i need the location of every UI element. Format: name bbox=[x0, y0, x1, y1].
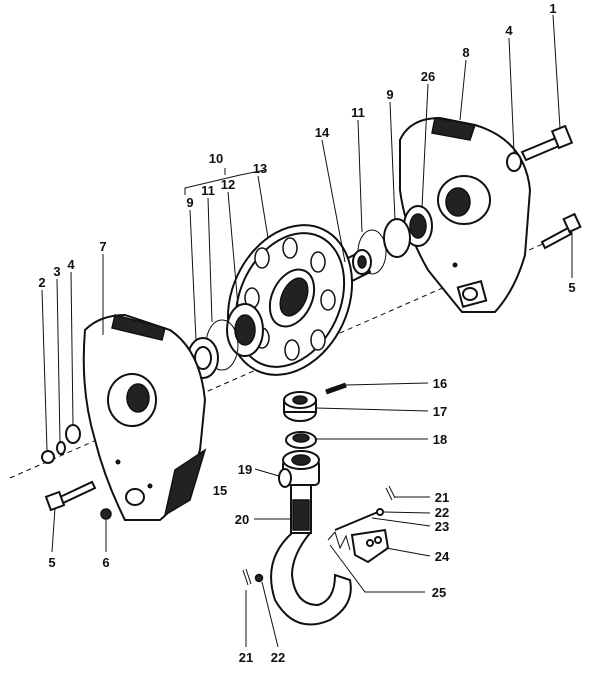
pin-16 bbox=[325, 382, 347, 395]
label-11: 11 bbox=[201, 183, 215, 198]
label-4: 4 bbox=[67, 257, 75, 272]
label-9: 9 bbox=[386, 87, 393, 102]
label-7: 7 bbox=[99, 239, 106, 254]
label-23: 23 bbox=[435, 519, 449, 534]
bearing-26 bbox=[403, 205, 433, 247]
label-21: 21 bbox=[435, 490, 449, 505]
bolt-5-right bbox=[540, 212, 582, 250]
lock-washer-3 bbox=[56, 441, 66, 455]
label-18: 18 bbox=[433, 432, 447, 447]
safety-latch-24 bbox=[350, 528, 390, 564]
label-24: 24 bbox=[435, 549, 450, 564]
left-side-plate bbox=[82, 313, 207, 521]
nut-2 bbox=[41, 450, 55, 464]
trunnion-19 bbox=[278, 450, 320, 488]
label-17: 17 bbox=[433, 404, 447, 419]
label-1: 1 bbox=[549, 1, 556, 16]
right-side-plate bbox=[399, 116, 532, 313]
washer-22-left bbox=[254, 573, 264, 583]
label-14: 14 bbox=[315, 125, 330, 140]
part-number-labels: 1 4 8 26 9 11 14 10 13 12 11 9 2 3 4 7 5… bbox=[38, 1, 575, 665]
label-25: 25 bbox=[432, 585, 446, 600]
label-11: 11 bbox=[351, 105, 365, 120]
bearing-12 bbox=[226, 303, 264, 357]
label-5: 5 bbox=[48, 555, 55, 570]
label-13: 13 bbox=[253, 161, 267, 176]
label-5: 5 bbox=[568, 280, 575, 295]
leader-lines bbox=[41, 14, 573, 648]
label-26: 26 bbox=[421, 69, 435, 84]
washer-4-right bbox=[506, 152, 522, 172]
label-6: 6 bbox=[102, 555, 109, 570]
label-12: 12 bbox=[221, 177, 235, 192]
washer-22-right bbox=[376, 508, 384, 516]
label-22: 22 bbox=[271, 650, 285, 665]
label-22: 22 bbox=[435, 505, 449, 520]
label-3: 3 bbox=[53, 264, 60, 279]
label-8: 8 bbox=[462, 45, 469, 60]
label-15: 15 bbox=[213, 483, 227, 498]
label-4: 4 bbox=[505, 23, 513, 38]
washer-4-left bbox=[65, 424, 81, 444]
label-19: 19 bbox=[238, 462, 252, 477]
label-21: 21 bbox=[239, 650, 253, 665]
thrust-bearing-18 bbox=[285, 431, 317, 449]
latch-pin-23 bbox=[334, 511, 379, 531]
label-20: 20 bbox=[235, 512, 249, 527]
grease-nipple-6 bbox=[100, 508, 112, 520]
label-16: 16 bbox=[433, 376, 447, 391]
nut-17 bbox=[283, 391, 317, 422]
label-9: 9 bbox=[186, 195, 193, 210]
seal-ring-9-right bbox=[383, 218, 411, 258]
latch-spring-25 bbox=[327, 530, 351, 551]
split-pin-21-right bbox=[385, 485, 396, 501]
hook-20 bbox=[270, 484, 352, 626]
label-2: 2 bbox=[38, 275, 45, 290]
bolt-1 bbox=[520, 124, 574, 162]
split-pin-21-left bbox=[242, 568, 252, 586]
label-10: 10 bbox=[209, 151, 223, 166]
bolt-5-left bbox=[44, 480, 97, 512]
